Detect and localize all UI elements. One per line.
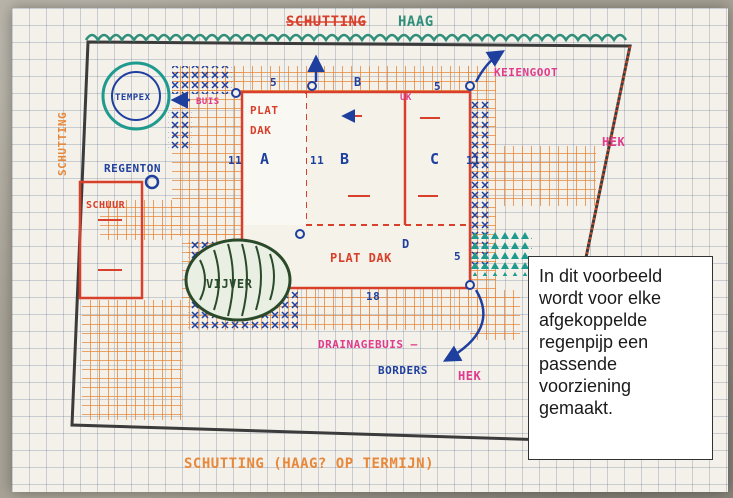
- label-hek-right: HEK: [602, 135, 625, 149]
- label-n11c: 11: [466, 154, 480, 167]
- label-roof-b-top: B: [354, 75, 362, 89]
- label-schutting-left: SCHUTTING: [56, 112, 69, 176]
- crosses-left: [168, 110, 192, 150]
- roof-a-area: [244, 94, 306, 225]
- label-drainagebuis: DRAINAGEBUIS –: [318, 338, 418, 351]
- label-n5a: 5: [270, 76, 277, 89]
- label-schuur: SCHUUR: [86, 200, 126, 211]
- vijver-hatch: [199, 243, 275, 317]
- teal-triangles: [468, 232, 532, 276]
- label-plat-dak-1: PLAT: [250, 104, 279, 117]
- label-haag: HAAG: [398, 14, 434, 30]
- label-n11a: 11: [228, 154, 242, 167]
- paving-lower-left: [82, 300, 182, 420]
- label-n5c: 5: [454, 250, 461, 263]
- tempex-outer: [101, 61, 171, 131]
- label-borders: BORDERS: [378, 364, 428, 377]
- label-roof-d: D: [402, 237, 410, 251]
- downpipe-5: [465, 280, 475, 290]
- regenton-circle: [144, 174, 160, 190]
- label-vijver: VIJVER: [206, 277, 253, 291]
- label-schutting-bottom: SCHUTTING (HAAG? OP TERMIJN): [184, 456, 434, 472]
- hek-fence: [546, 45, 632, 441]
- arrow-drainage: [442, 289, 485, 362]
- label-roof-c: C: [430, 150, 440, 168]
- tempex-inner: [111, 71, 161, 121]
- arrow-keiengoot: [474, 50, 505, 83]
- label-plat-dak-2: DAK: [250, 124, 271, 137]
- downpipe-1: [231, 88, 241, 98]
- schuur-outline: [78, 180, 144, 300]
- label-plat-dak-bottom: PLAT DAK: [330, 251, 392, 265]
- label-tempex: TEMPEX: [115, 93, 151, 103]
- label-keiengoot: KEIENGOOT: [494, 66, 558, 79]
- label-schutting-top: SCHUTTING: [286, 14, 366, 30]
- label-buis: BUIS: [196, 97, 220, 107]
- label-n18: 18: [366, 290, 380, 303]
- downpipe-3: [465, 81, 475, 91]
- downpipe-2: [307, 81, 317, 91]
- label-n5b: 5: [434, 80, 441, 93]
- downpipe-4: [295, 229, 305, 239]
- label-regenton: REGENTON: [104, 162, 161, 175]
- label-roof-b: B: [340, 150, 350, 168]
- label-n11b: 11: [310, 154, 324, 167]
- crosses-right: [468, 100, 490, 270]
- paving-right-strip: [496, 146, 596, 206]
- crosses-top-left: [172, 66, 232, 94]
- label-hek-bottom: HEK: [458, 369, 481, 383]
- caption-text: In dit voorbeeld wordt voor elke afgekop…: [539, 266, 663, 418]
- vijver-pond: [184, 238, 292, 322]
- label-roof-a: A: [260, 150, 270, 168]
- hedge-top: [84, 33, 628, 43]
- caption-box: In dit voorbeeld wordt voor elke afgekop…: [528, 256, 713, 460]
- label-uk: UK: [400, 93, 412, 103]
